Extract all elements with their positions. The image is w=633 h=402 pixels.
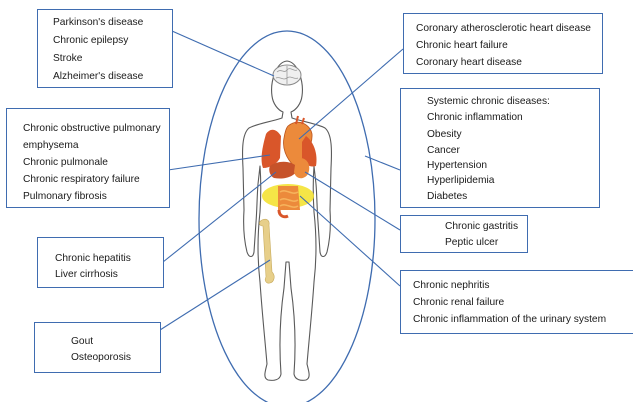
- lung-line-3: Chronic pulmonale: [23, 158, 108, 168]
- lung-line-4: Chronic respiratory failure: [23, 175, 140, 185]
- systemic-line-5: Hypertension: [427, 161, 487, 171]
- brain-icon: [273, 65, 301, 85]
- bone-line-2: Osteoporosis: [71, 353, 131, 363]
- neuro-line-3: Stroke: [53, 54, 82, 64]
- liver-line-2: Liver cirrhosis: [55, 270, 118, 280]
- systemic-box: Systemic chronic diseases: Chronic infla…: [400, 88, 600, 208]
- connector-lung: [168, 155, 270, 170]
- neuro-line-2: Chronic epilepsy: [53, 36, 128, 46]
- liver-box: Chronic hepatitis Liver cirrhosis: [37, 237, 164, 288]
- lung-line-2: emphysema: [23, 141, 79, 151]
- bone-line-1: Gout: [71, 337, 93, 347]
- heart-line-3: Coronary heart disease: [416, 58, 522, 68]
- connector-neuro: [172, 31, 274, 76]
- lung-line-5: Pulmonary fibrosis: [23, 192, 107, 202]
- heart-line-2: Chronic heart failure: [416, 41, 508, 51]
- kidney-line-2: Chronic renal failure: [413, 298, 504, 308]
- systemic-line-3: Obesity: [427, 130, 462, 140]
- stomach-box: Chronic gastritis Peptic ulcer: [400, 215, 528, 253]
- liver-line-1: Chronic hepatitis: [55, 254, 131, 264]
- human-body-outline: [243, 61, 332, 380]
- systemic-line-2: Chronic inflammation: [427, 113, 523, 123]
- systemic-line-4: Cancer: [427, 146, 460, 156]
- neuro-box: Parkinson's disease Chronic epilepsy Str…: [37, 9, 173, 88]
- stomach-line-1: Chronic gastritis: [445, 222, 518, 232]
- connector-bone: [160, 260, 270, 330]
- connector-stomach: [305, 172, 400, 230]
- neuro-line-1: Parkinson's disease: [53, 18, 143, 28]
- bone-box: Gout Osteoporosis: [34, 322, 161, 373]
- bone-icon: [259, 219, 274, 283]
- neuro-line-4: Alzheimer's disease: [53, 72, 143, 82]
- intestines-icon: [262, 184, 314, 217]
- connector-systemic: [365, 156, 400, 170]
- systemic-line-7: Diabetes: [427, 192, 467, 202]
- systemic-line-1: Systemic chronic diseases:: [427, 97, 550, 107]
- kidney-line-1: Chronic nephritis: [413, 281, 489, 291]
- connector-heart: [299, 49, 403, 139]
- systemic-line-6: Hyperlipidemia: [427, 176, 494, 186]
- kidney-box: Chronic nephritis Chronic renal failure …: [400, 270, 633, 334]
- liver-icon: [269, 162, 298, 179]
- stomach-line-2: Peptic ulcer: [445, 238, 498, 248]
- kidney-line-3: Chronic inflammation of the urinary syst…: [413, 315, 606, 325]
- lung-line-1: Chronic obstructive pulmonary: [23, 124, 161, 134]
- heart-box: Coronary atherosclerotic heart disease C…: [403, 13, 603, 74]
- heart-line-1: Coronary atherosclerotic heart disease: [416, 24, 591, 34]
- lung-box: Chronic obstructive pulmonary emphysema …: [6, 108, 170, 208]
